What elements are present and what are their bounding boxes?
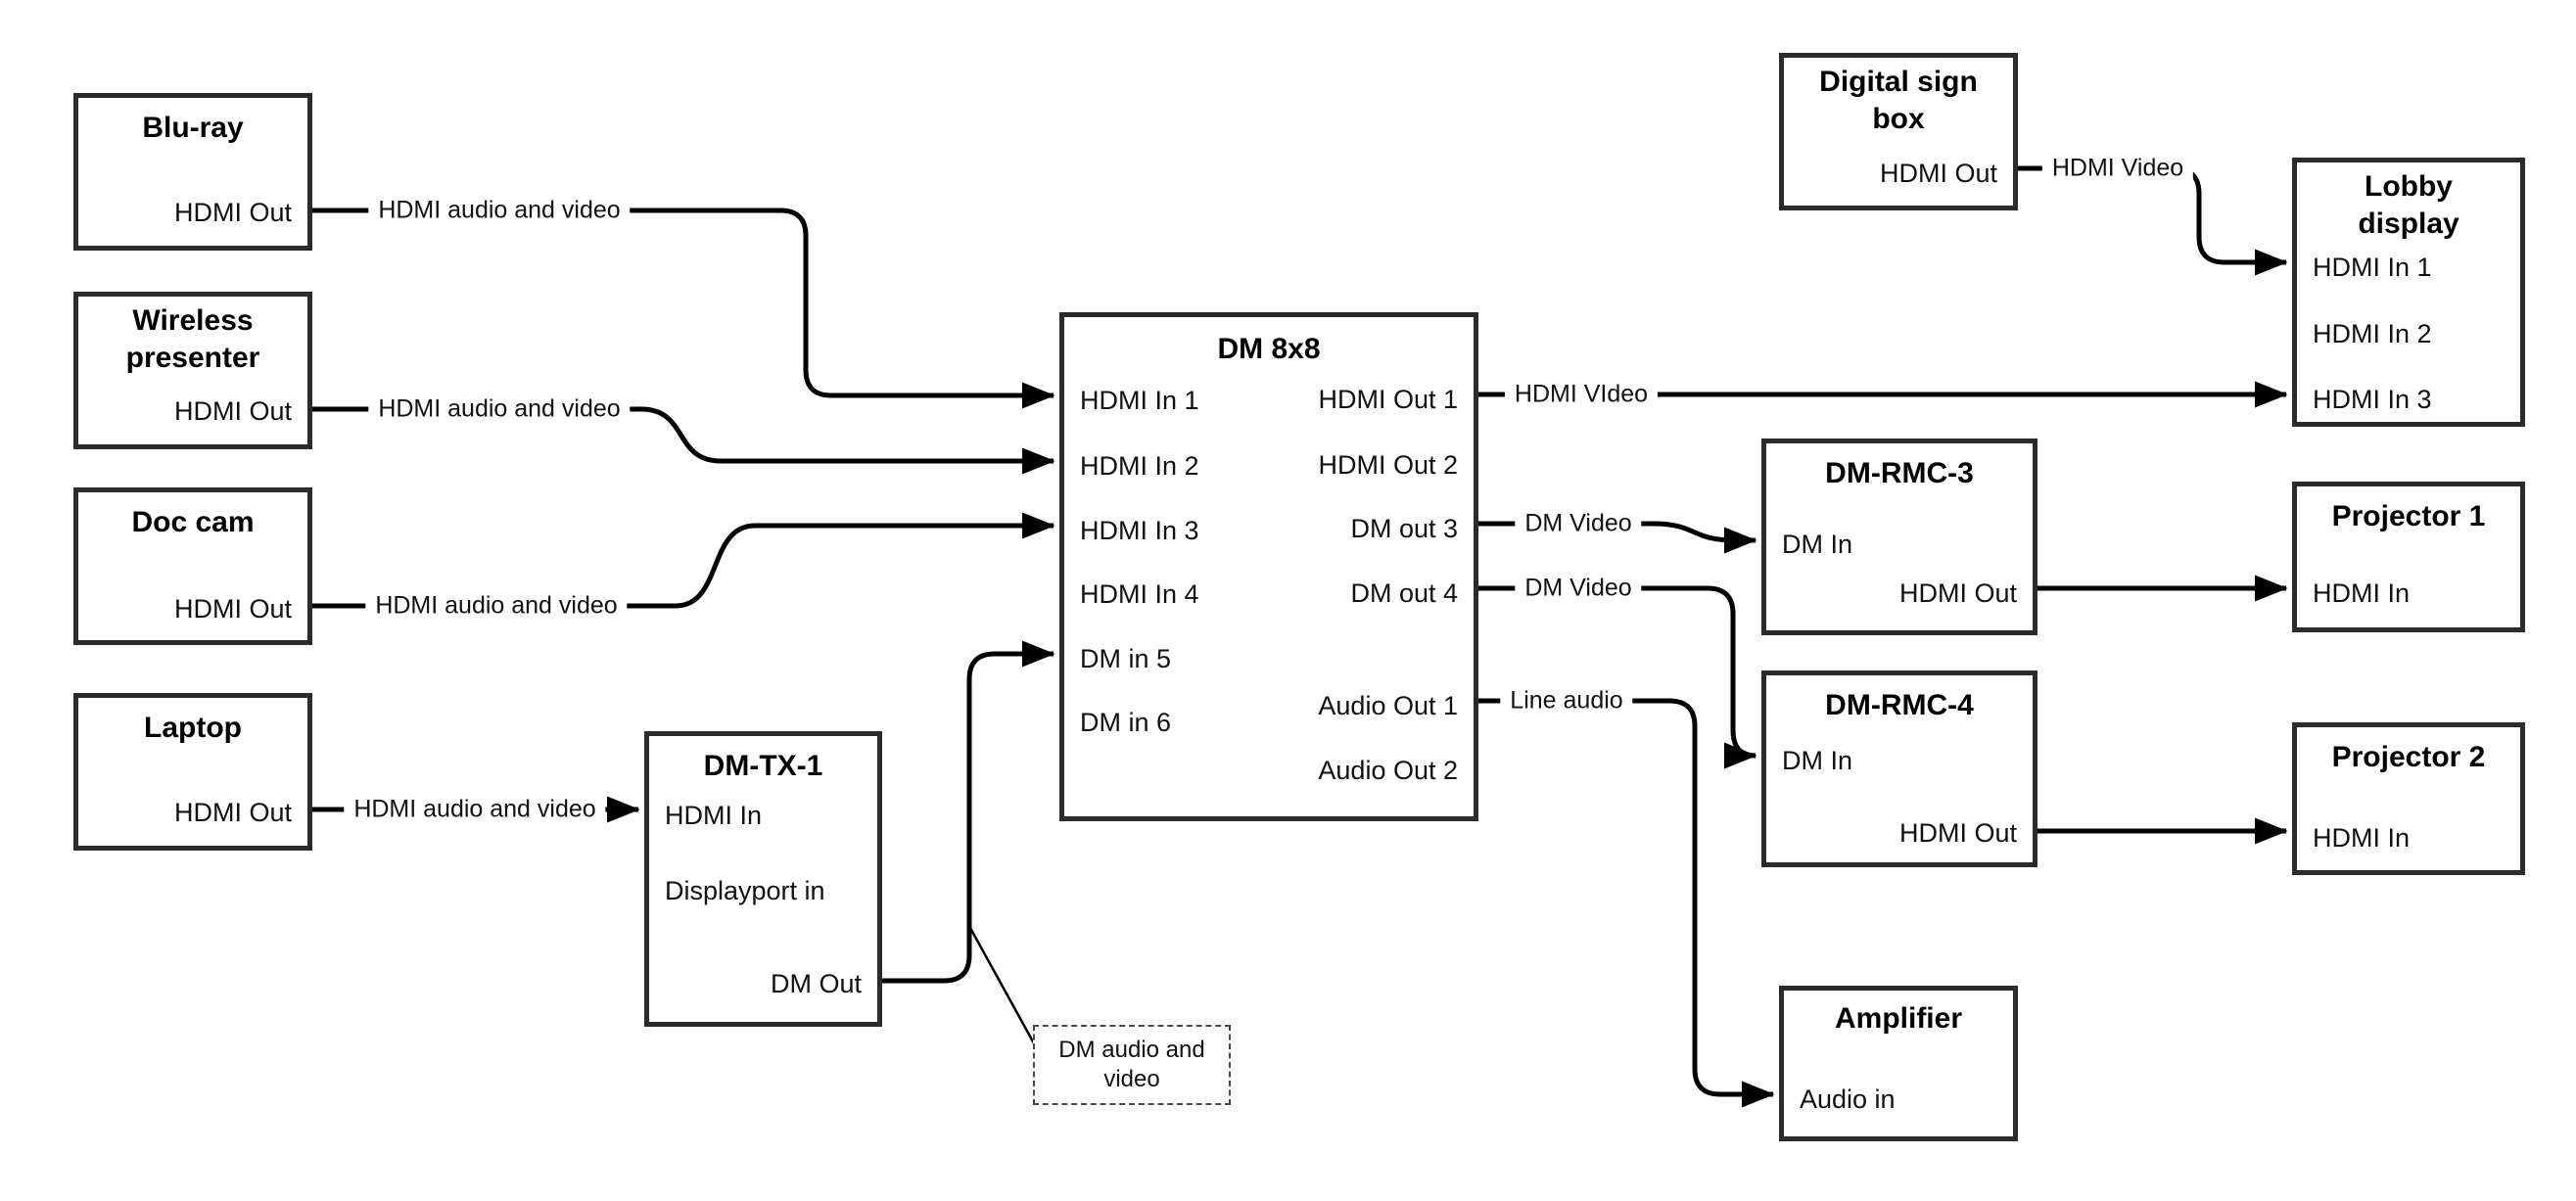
callout-dm-audio-video: DM audio and video: [1033, 1025, 1231, 1105]
port-dm-out: DM Out: [770, 969, 862, 998]
port-dm-out-4: DM out 4: [1350, 578, 1458, 608]
wire-label: HDMI audio and video: [365, 591, 628, 621]
port-hdmi-out: HDMI Out: [173, 198, 292, 227]
node-title: Projector 1: [2331, 500, 2486, 532]
node-laptop: Laptop HDMI Out: [73, 693, 312, 851]
port-hdmi-out: HDMI Out: [1879, 159, 1997, 188]
node-title: Projector 2: [2331, 741, 2486, 773]
node-title: Blu-ray: [142, 112, 244, 144]
port-hdmi-in-1: HDMI In 1: [2313, 253, 2432, 282]
node-title: Digital sign box: [1819, 66, 1978, 135]
node-doc-cam: Doc cam HDMI Out: [73, 487, 312, 645]
wire-label: HDMI audio and video: [368, 196, 631, 225]
port-hdmi-in-3: HDMI In 3: [1080, 516, 1199, 545]
port-hdmi-out: HDMI Out: [173, 798, 292, 827]
port-hdmi-in-2: HDMI In 2: [1080, 451, 1199, 481]
node-title: DM-TX-1: [703, 750, 823, 782]
port-hdmi-out: HDMI Out: [1898, 578, 2017, 608]
wire-label: HDMI VIdeo: [1504, 380, 1659, 409]
port-hdmi-out-1: HDMI Out 1: [1318, 385, 1458, 414]
port-hdmi-in-4: HDMI In 4: [1080, 579, 1199, 609]
wire-dm8x8-out4-to-rmc4: [1478, 585, 1757, 769]
wire-label: DM Video: [1515, 509, 1642, 538]
wire-dmtx1-to-dm8x8-in5: [882, 640, 1055, 984]
wire-dm8x8-out3-to-rmc3: [1478, 521, 1757, 554]
wire-label: HDMI Video: [2041, 154, 2194, 183]
port-hdmi-in-3: HDMI In 3: [2313, 385, 2432, 414]
node-dm-tx-1: DM-TX-1 HDMI In Displayport in DM Out: [644, 731, 882, 1027]
node-title: Wireless presenter: [125, 304, 260, 374]
wire-doccam-to-dm8x8-in3: [312, 512, 1055, 609]
node-dm-8x8: DM 8x8 HDMI In 1 HDMI In 2 HDMI In 3 HDM…: [1059, 312, 1478, 821]
node-dm-rmc-4: DM-RMC-4 DM In HDMI Out: [1761, 670, 2037, 867]
port-hdmi-in: HDMI In: [2313, 578, 2411, 608]
node-title: Lobby display: [2358, 170, 2459, 240]
port-hdmi-out: HDMI Out: [173, 396, 292, 426]
port-hdmi-in: HDMI In: [665, 801, 763, 830]
port-dm-in: DM In: [1782, 746, 1853, 775]
node-dm-rmc-3: DM-RMC-3 DM In HDMI Out: [1761, 439, 2037, 635]
node-title: Amplifier: [1834, 1002, 1963, 1035]
port-dm-in-6: DM in 6: [1080, 708, 1172, 737]
node-wireless-presenter: Wireless presenter HDMI Out: [73, 292, 312, 449]
node-title: Doc cam: [131, 506, 255, 538]
port-dm-in: DM In: [1782, 530, 1853, 559]
port-audio-out-1: Audio Out 1: [1318, 691, 1458, 720]
port-hdmi-in-1: HDMI In 1: [1080, 386, 1199, 415]
node-title: Laptop: [144, 712, 242, 744]
port-audio-out-2: Audio Out 2: [1318, 756, 1458, 785]
wire-bluray-to-dm8x8-in1: [312, 208, 1055, 409]
callout-leader-line: [968, 927, 1036, 1044]
node-amplifier: Amplifier Audio in: [1779, 986, 2018, 1141]
wire-label: HDMI audio and video: [344, 795, 606, 824]
node-lobby-display: Lobby display HDMI In 1 HDMI In 2 HDMI I…: [2292, 158, 2525, 427]
wire-label: Line audio: [1500, 686, 1633, 716]
wire-label: HDMI audio and video: [368, 394, 631, 424]
port-hdmi-in: HDMI In: [2313, 823, 2411, 853]
node-bluray: Blu-ray HDMI Out: [73, 93, 312, 251]
node-title: DM 8x8: [1217, 333, 1321, 365]
node-digital-sign-box: Digital sign box HDMI Out: [1779, 53, 2018, 210]
node-projector-2: Projector 2 HDMI In: [2292, 722, 2525, 875]
wire-wireless-to-dm8x8-in2: [312, 406, 1055, 475]
port-hdmi-out: HDMI Out: [173, 594, 292, 624]
port-hdmi-in-2: HDMI In 2: [2313, 319, 2432, 348]
port-hdmi-out-2: HDMI Out 2: [1318, 450, 1458, 480]
node-title: DM-RMC-3: [1825, 457, 1974, 489]
port-displayport-in: Displayport in: [665, 876, 825, 905]
port-dm-in-5: DM in 5: [1080, 644, 1172, 673]
node-projector-1: Projector 1 HDMI In: [2292, 482, 2525, 632]
node-title: DM-RMC-4: [1825, 689, 1974, 721]
port-audio-in: Audio in: [1800, 1085, 1896, 1114]
wire-label: DM Video: [1515, 574, 1642, 603]
port-dm-out-3: DM out 3: [1350, 514, 1458, 543]
port-hdmi-out: HDMI Out: [1898, 818, 2017, 848]
wire-dm8x8-audio1-to-amp: [1478, 698, 1775, 1108]
